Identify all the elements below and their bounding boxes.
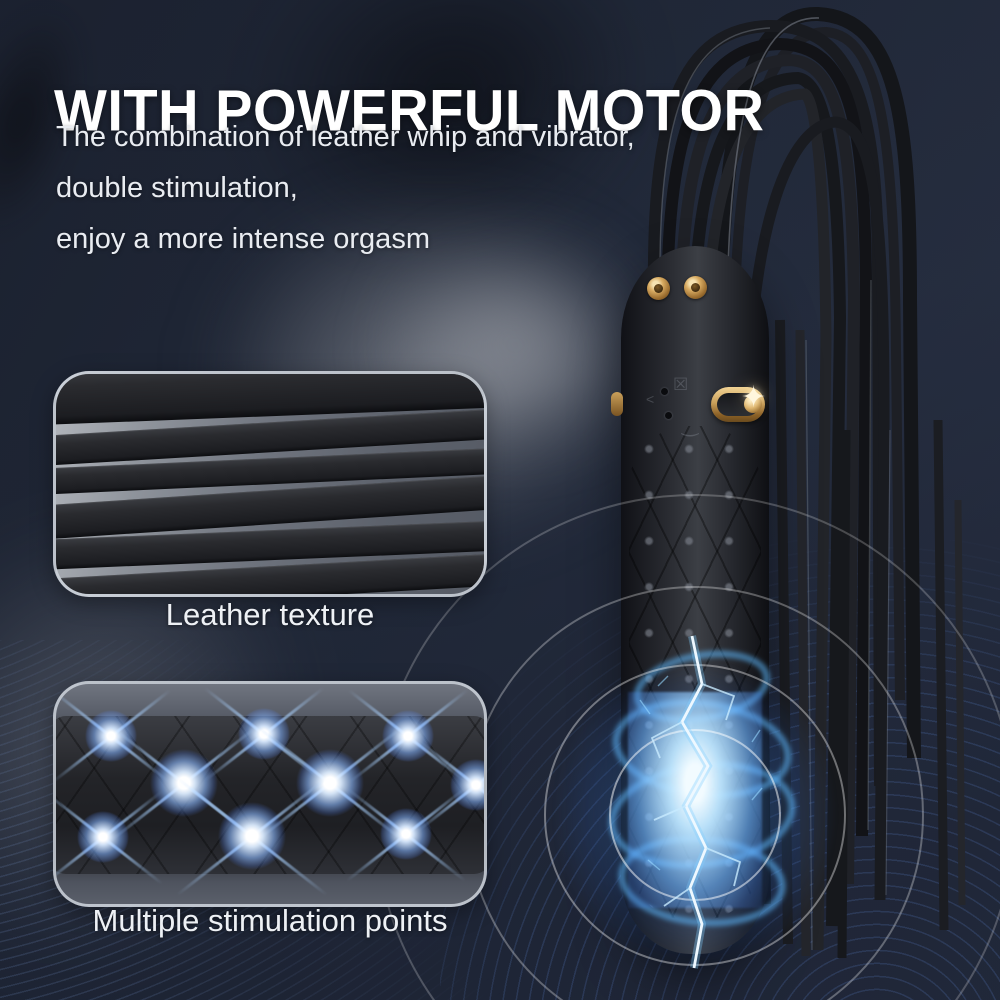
clasp-sparkle-icon: ✦ [741,381,767,414]
screw-hole [661,388,668,395]
weee-engraving-icon: ☒ [673,375,689,394]
stimulation-points-inset [53,681,487,907]
product-description: The combination of leather whip and vibr… [56,112,635,265]
screw-hole [665,412,672,419]
leather-texture-inset [53,371,487,597]
smile-engraving-icon: ‿ [682,415,699,437]
page-title: WITH POWERFUL MOTOR [54,76,765,143]
gold-rivet-icon [684,276,707,299]
gold-rivet-icon [647,277,670,300]
stimulation-points-label: Multiple stimulation points [92,903,448,938]
description-line: enjoy a more intense orgasm [56,223,430,255]
description-line: The combination of leather whip and vibr… [56,121,635,153]
gold-clasp [711,387,765,422]
arrow-engraving-icon: < [646,391,655,407]
description-line: double stimulation, [56,172,298,204]
gold-clasp-nub [611,392,623,416]
leather-texture-label: Leather texture [165,597,375,632]
